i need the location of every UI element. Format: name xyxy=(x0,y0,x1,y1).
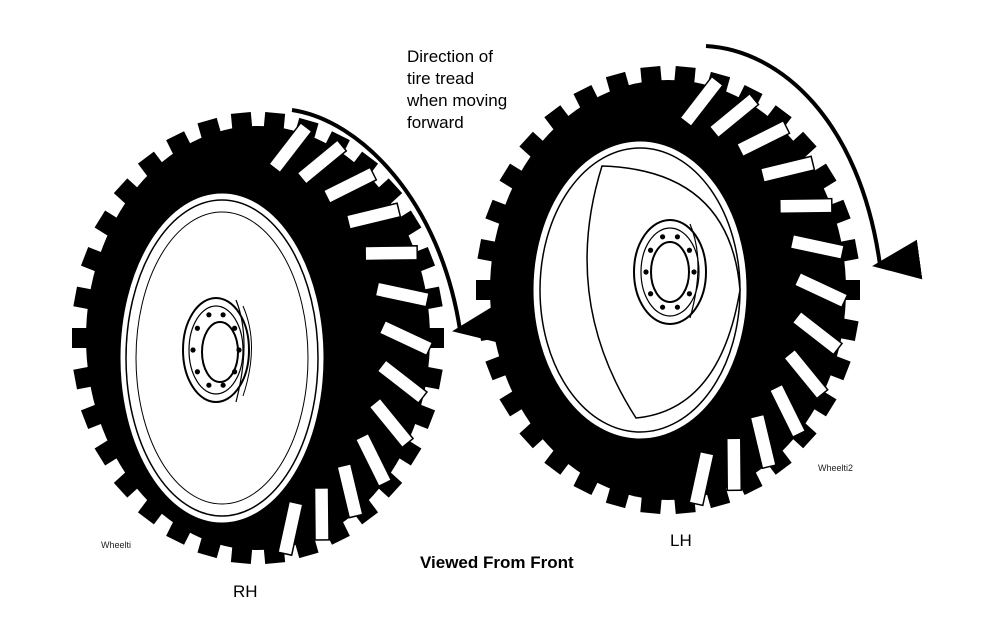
lh-tread-block xyxy=(789,233,846,261)
lh-lug xyxy=(812,390,837,417)
lh-lug xyxy=(766,449,792,475)
figure-caption: Viewed From Front xyxy=(420,553,574,572)
lh-tread-block xyxy=(679,75,725,128)
rh-lug xyxy=(376,472,403,498)
lh-lug xyxy=(544,105,570,131)
rh-tread-block xyxy=(313,487,330,541)
rh-bolt xyxy=(220,312,226,318)
lh-tread-block xyxy=(726,437,743,492)
lh-lug xyxy=(477,239,497,262)
rh-lug xyxy=(113,178,140,204)
lh-lug xyxy=(791,422,817,449)
lh-tread-block xyxy=(708,92,760,139)
rh-label: RH xyxy=(233,582,258,601)
rotation-arrow-icon xyxy=(291,108,503,344)
lh-lug xyxy=(499,163,524,190)
rh-lug xyxy=(423,366,443,390)
rh-lug xyxy=(73,366,93,390)
lh-lug xyxy=(476,280,492,300)
lh-tread-block xyxy=(749,413,777,470)
rh-tread-block xyxy=(378,319,434,357)
rh-bolt xyxy=(232,369,238,375)
rh-lug xyxy=(137,151,164,177)
lh-lug xyxy=(839,239,859,262)
lh-tread-block xyxy=(778,197,833,215)
lh-bolt xyxy=(691,269,697,275)
rh-bolt xyxy=(206,382,212,388)
rh-lug xyxy=(72,328,88,348)
lh-lug xyxy=(640,66,662,84)
annotation-line: when moving xyxy=(407,91,508,110)
direction-annotation: Direction of tire tread when moving forw… xyxy=(407,46,537,134)
rh-tread-block xyxy=(368,397,415,449)
lh-label: LH xyxy=(670,531,692,550)
lh-tread-block xyxy=(688,450,715,507)
rh-lug xyxy=(352,499,379,525)
annotation-line: tire tread xyxy=(407,69,475,88)
rh-tread-block xyxy=(345,202,402,230)
lh-lug xyxy=(791,131,817,158)
lh-bolt xyxy=(643,269,649,275)
lh-bolt xyxy=(674,304,681,310)
rh-tread-block xyxy=(376,358,429,405)
rh-lug xyxy=(397,440,422,466)
lh-lug xyxy=(519,131,545,158)
lh-tread-block xyxy=(782,348,829,400)
lh-bolt xyxy=(686,247,693,253)
lh-lug xyxy=(812,163,837,190)
rh-tread-block xyxy=(354,432,393,488)
lh-tread-block xyxy=(759,155,816,184)
lh-lug xyxy=(499,390,524,417)
rh-figure-id: Wheelti xyxy=(101,540,132,550)
rh-lug xyxy=(94,440,119,466)
lh-bolt xyxy=(686,291,693,297)
rh-tread-block xyxy=(296,139,348,186)
lh-tread-block xyxy=(791,310,844,356)
rh-lug xyxy=(230,112,253,130)
rh-tread-block xyxy=(336,462,364,519)
rh-bolt xyxy=(232,325,238,331)
lh-bolt xyxy=(674,234,681,240)
rh-tread-block xyxy=(322,166,378,205)
rh-lug xyxy=(397,210,422,236)
lh-tread-block xyxy=(735,119,791,158)
rh-lug xyxy=(137,499,164,525)
rh-bolt xyxy=(220,382,226,388)
rh-lug xyxy=(263,112,286,130)
rh-lug xyxy=(230,546,253,564)
rh-bolt xyxy=(194,325,200,331)
rh-lug xyxy=(113,472,140,498)
rh-bolt xyxy=(194,369,200,375)
rh-lug xyxy=(94,210,119,236)
rh-tread-block xyxy=(277,500,304,557)
lh-lug xyxy=(839,318,859,341)
lh-bolt xyxy=(659,304,666,310)
rh-lug xyxy=(376,178,403,204)
lh-bolt xyxy=(659,234,666,240)
rh-bolt xyxy=(236,347,242,353)
rh-tread-block xyxy=(267,121,313,174)
rh-tread-block xyxy=(364,245,419,262)
lh-lug xyxy=(674,66,696,84)
lh-lug xyxy=(519,422,545,449)
rh-lug xyxy=(73,286,93,310)
lh-tread-block xyxy=(793,271,849,309)
annotation-line: Direction of xyxy=(407,47,493,66)
rh-bolt xyxy=(190,347,196,353)
rh-tire xyxy=(72,112,444,564)
lh-lug xyxy=(640,496,662,514)
lh-figure-id: Wheelti2 xyxy=(818,463,854,473)
annotation-line: forward xyxy=(407,113,464,132)
lh-bolt xyxy=(647,291,654,297)
rotation-arrow-icon xyxy=(705,44,923,280)
lh-bolt xyxy=(647,247,654,253)
rh-tread-block xyxy=(374,281,430,308)
rh-bolt xyxy=(206,312,212,318)
lh-lug xyxy=(544,449,570,475)
lh-tread-block xyxy=(768,383,807,439)
